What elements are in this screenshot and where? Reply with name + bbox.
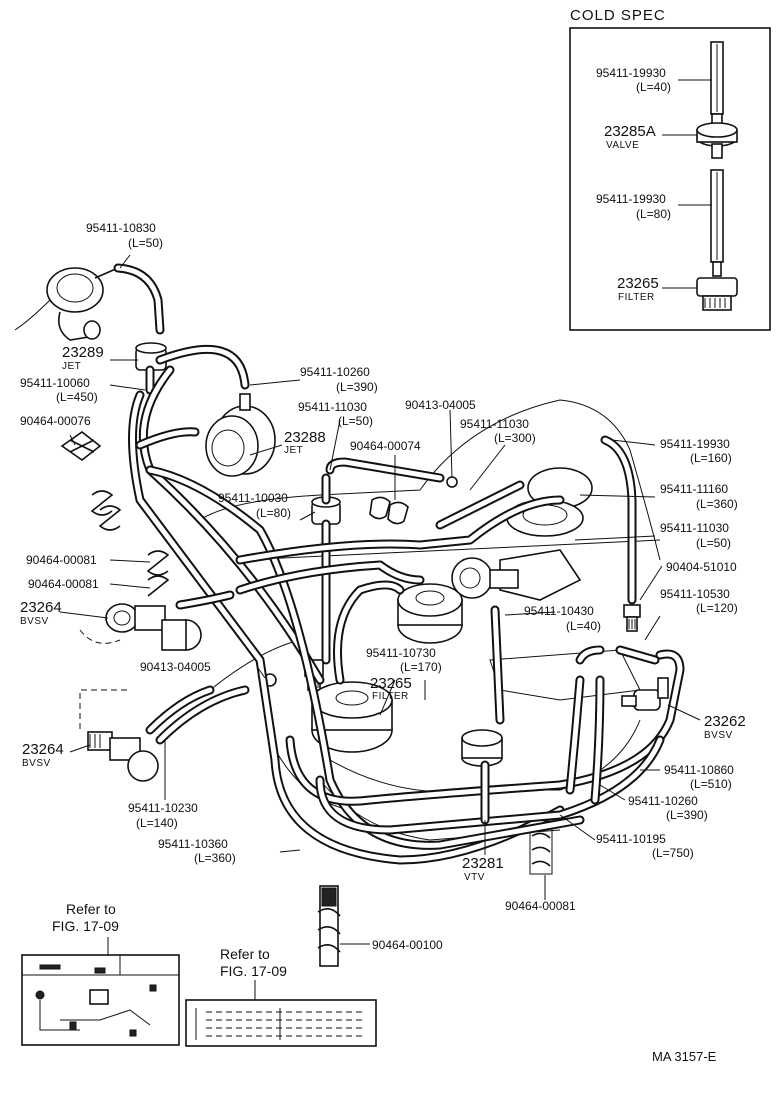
label-95411-10260-b: 95411-10260 (628, 794, 698, 808)
jet-23289 (135, 342, 167, 371)
label-95411-10195-len: (L=750) (652, 846, 694, 860)
jet-23288 (205, 393, 276, 477)
cold-hose2-part: 95411-19930 (596, 192, 666, 206)
leader-lines (59, 254, 701, 1000)
label-95411-11030-c-len: (L=50) (696, 536, 732, 550)
label-23281: 23281 (462, 855, 504, 872)
label-95411-11030-b-len: (L=300) (494, 431, 536, 445)
label-95411-11160-len: (L=360) (696, 497, 738, 511)
label-95411-10260-a: 95411-10260 (300, 365, 370, 379)
label-95411-10030-len: (L=80) (256, 506, 292, 520)
refer2-line2: FIG. 17-09 (220, 963, 287, 979)
label-23289-name: JET (62, 361, 82, 372)
figure-code: MA 3157-E (652, 1049, 717, 1064)
label-23264-upper-name: BVSV (20, 616, 49, 627)
label-95411-11030-c: 95411-11030 (660, 521, 729, 535)
label-95411-10360-len: (L=360) (194, 851, 236, 865)
label-95411-10430: 95411-10430 (524, 604, 594, 618)
label-90413-04005-b: 90413-04005 (405, 398, 476, 412)
label-23265-name: FILTER (372, 691, 409, 702)
label-95411-10530: 95411-10530 (660, 587, 730, 601)
cold-valve-part: 23285A (604, 123, 656, 140)
label-90464-00100: 90464-00100 (372, 938, 443, 952)
refer-thumb-2 (185, 999, 377, 1047)
label-23288: 23288 (284, 429, 326, 446)
label-23262: 23262 (704, 713, 746, 730)
label-95411-10730: 95411-10730 (366, 646, 436, 660)
label-90464-00074: 90464-00074 (350, 439, 421, 453)
cold-filter-name: FILTER (618, 292, 655, 303)
refer2-line1: Refer to (220, 946, 270, 962)
label-95411-10830: 95411-10830 (86, 221, 156, 235)
label-23264-lower: 23264 (22, 741, 64, 758)
union-51010 (623, 604, 641, 632)
refer1-line1: Refer to (66, 901, 116, 917)
label-95411-10060: 95411-10060 (20, 376, 90, 390)
label-23262-name: BVSV (704, 730, 733, 741)
label-23288-name: JET (284, 445, 304, 456)
label-95411-11030-b: 95411-11030 (460, 417, 529, 431)
label-95411-10430-len: (L=40) (566, 619, 602, 633)
cold-hose2-len: (L=80) (636, 207, 672, 221)
refer1-line2: FIG. 17-09 (52, 918, 119, 934)
label-95411-10060-len: (L=450) (56, 390, 98, 404)
label-95411-19930: 95411-19930 (660, 437, 730, 451)
cold-spec-title: COLD SPEC (570, 7, 666, 24)
cold-filter-part: 23265 (617, 275, 659, 292)
label-95411-11160: 95411-11160 (660, 482, 729, 496)
label-90464-00081-a: 90464-00081 (26, 553, 97, 567)
label-23289: 23289 (62, 344, 104, 361)
vtv-23281 (461, 729, 503, 767)
refer-thumb-1 (21, 954, 180, 1046)
bvsv-23264-upper (79, 603, 202, 651)
label-95411-10230-len: (L=140) (136, 816, 178, 830)
label-95411-10260-b-len: (L=390) (666, 808, 708, 822)
label-95411-10260-a-len: (L=390) (336, 380, 378, 394)
label-95411-10860: 95411-10860 (664, 763, 734, 777)
label-95411-10860-len: (L=510) (690, 777, 732, 791)
label-95411-10830-len: (L=50) (128, 236, 164, 250)
label-95411-11030-a-len: (L=50) (338, 414, 374, 428)
label-90464-00081-b: 90464-00081 (28, 577, 99, 591)
label-95411-19930-len: (L=160) (690, 451, 732, 465)
cold-valve-name: VALVE (606, 140, 640, 151)
label-23264-upper: 23264 (20, 599, 62, 616)
clamps (60, 431, 553, 967)
label-90464-00076: 90464-00076 (20, 414, 91, 428)
label-95411-11030-a: 95411-11030 (298, 400, 367, 414)
vacuum-control-valve (311, 583, 463, 753)
label-23264-lower-name: BVSV (22, 758, 51, 769)
label-23281-name: VTV (464, 872, 485, 883)
label-23265: 23265 (370, 675, 412, 692)
hose-lines (113, 263, 685, 865)
label-90404-51010: 90404-51010 (666, 560, 737, 574)
label-90464-00081-c: 90464-00081 (505, 899, 576, 913)
bvsv-23264-lower (79, 689, 159, 782)
cold-hose1-len: (L=40) (636, 80, 672, 94)
label-95411-10730-len: (L=170) (400, 660, 442, 674)
bvsv-23262 (621, 677, 669, 711)
vsv-center (451, 557, 519, 599)
label-95411-10360: 95411-10360 (158, 837, 228, 851)
label-95411-10195: 95411-10195 (596, 832, 666, 846)
label-95411-10230: 95411-10230 (128, 801, 198, 815)
label-95411-10030: 95411-10030 (218, 491, 288, 505)
cold-spec-panel (569, 27, 771, 331)
cold-hose1-part: 95411-19930 (596, 66, 666, 80)
label-95411-10530-len: (L=120) (696, 601, 738, 615)
egr-actuator (14, 267, 119, 341)
label-90413-04005-a: 90413-04005 (140, 660, 211, 674)
